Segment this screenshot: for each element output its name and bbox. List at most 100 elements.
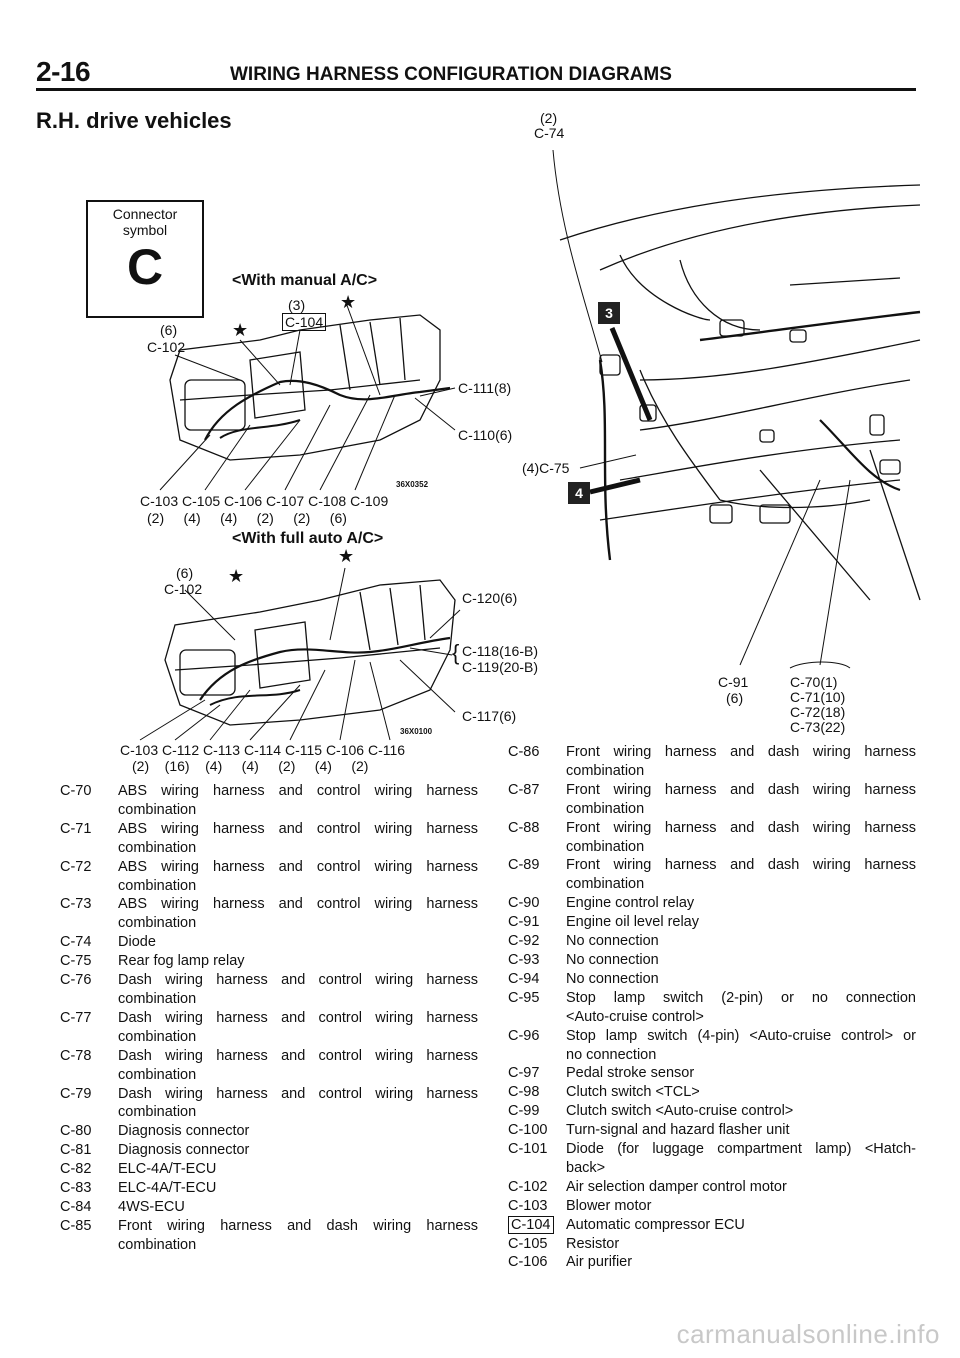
connector-description: combination [118,801,197,818]
connector-description: combination [566,800,645,817]
star-icon: ★ [338,546,355,566]
c120-label: C-120(6) [462,590,518,606]
connector-list-item: combination [60,877,478,896]
connector-description: ELC-4A/T-ECU [118,1161,217,1178]
connector-description: ABS wiring harness and control wiring ha… [118,896,478,913]
connector-code: C-104 [508,1215,566,1235]
connector-description: Front wiring harness and dash wiring har… [566,857,916,874]
connector-list-item: combination [508,838,916,857]
connector-list-item: combination [60,1028,478,1047]
connector-code [508,800,566,819]
connector-code [60,990,118,1009]
connector-list-item: combination [60,1236,478,1255]
connector-code [60,1236,118,1255]
connector-description: Diagnosis connector [118,1142,250,1159]
connector-code: C-71 [60,820,92,837]
connector-code: C-82 [60,1161,92,1178]
c118-label: C-118(16-B) [462,643,538,659]
connector-description: ELC-4A/T-ECU [118,1180,217,1197]
connector-list-item: back> [508,1159,916,1178]
connector-code: C-106 [508,1254,548,1271]
connector-code: C-76 [60,972,92,989]
connector-code: C-85 [60,1217,92,1234]
connector-code: C-77 [60,1009,92,1026]
connector-description: Stop lamp switch (2-pin) or no connectio… [566,989,916,1006]
connector-list-item: C-95 Stop lamp switch (2-pin) or no conne… [508,989,916,1008]
connector-description: <Auto-cruise control> [566,1008,704,1025]
connector-code [60,1066,118,1085]
wiring-diagram-illustrations [139,149,921,741]
connector-code: C-86 [508,744,540,760]
connector-description: No connection [566,951,659,968]
connector-description: Automatic compressor ECU [566,1216,745,1233]
dashboard-drawing [559,184,921,601]
auto-bottom-codes: C-103 C-112 C-113 C-114 C-115 C-106 C-11… [120,742,406,758]
header-rule [36,88,916,91]
connector-code: C-98 [508,1084,540,1101]
connector-code: C-91 [508,914,540,931]
connector-code [60,839,118,858]
connector-description: Dash wiring harness and control wiring h… [118,1047,478,1064]
star-icon: ★ [228,566,245,586]
connector-code [60,801,118,820]
connector-code: C-78 [60,1047,92,1064]
c73-label: C-73(22) [790,719,846,735]
connector-code [60,1028,118,1047]
watermark: carmanualsonline.info [676,1319,940,1349]
c74-label: C-74 [534,125,565,141]
c119-label: C-119(20-B) [462,659,538,675]
manual-ac-unit-drawing [169,314,451,461]
connector-code: C-101 [508,1141,548,1158]
connector-list-item: combination [60,1103,478,1122]
star-icon: ★ [340,292,357,312]
connector-description: Blower motor [566,1197,652,1214]
c104-label: C-104 [282,313,327,331]
auto-ac-unit-drawing [164,579,456,726]
connector-description: Dash wiring harness and control wiring h… [118,1009,478,1026]
connector-description: Diagnosis connector [118,1123,250,1140]
connector-code: C-87 [508,781,540,798]
connector-code: C-97 [508,1065,540,1082]
connector-list-item: C-77 Dash wiring harness and control wiri… [60,1009,478,1028]
connector-code: C-84 [60,1198,92,1215]
connector-code [60,877,118,896]
connector-code [508,838,566,857]
page-header-title: WIRING HARNESS CONFIGURATION DIAGRAMS [230,64,672,85]
connector-description: Front wiring harness and dash wiring har… [118,1217,478,1234]
connector-code: C-92 [508,933,540,950]
connector-description: combination [118,1066,197,1083]
connector-code: C-95 [508,989,540,1006]
page-number: 2-16 [36,56,91,87]
connector-code [508,1159,566,1178]
connector-code [508,1046,566,1065]
connector-description: Resistor [566,1235,620,1252]
connector-list-item: combination [60,839,478,858]
connector-description: No connection [566,970,659,987]
c117-label: C-117(6) [462,708,517,724]
connector-code: C-89 [508,857,540,874]
connector-code: C-96 [508,1027,540,1044]
connector-code [60,914,118,933]
connector-description: no connection [566,1046,657,1063]
c102-pins-label: (6) [160,322,178,338]
c102-label: C-102 [147,339,186,355]
section-title: R.H. drive vehicles [36,108,232,133]
callout-badge-3: 3 [598,302,620,324]
arrow-3 [609,327,653,421]
